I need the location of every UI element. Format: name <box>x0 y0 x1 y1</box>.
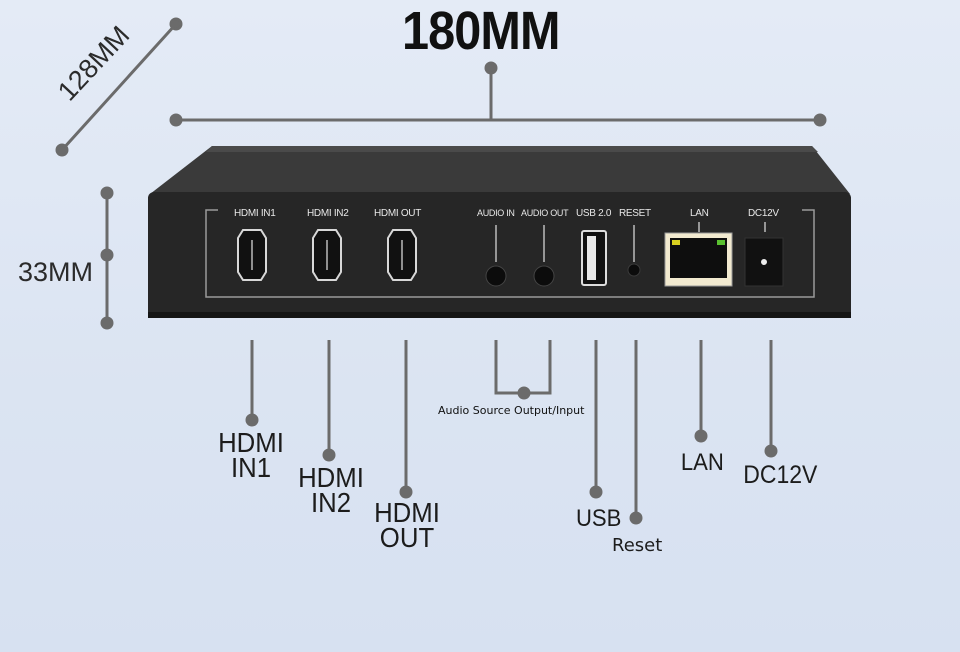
device-body <box>148 146 851 318</box>
panel-label-reset: RESET <box>619 208 651 219</box>
dimension-dot <box>55 143 69 157</box>
reset-button-icon <box>627 263 641 277</box>
label-line: HDMI <box>374 497 440 528</box>
dimension-dot <box>813 113 827 127</box>
panel-label-hdmi-out: HDMI OUT <box>374 208 422 219</box>
callout-label-lan: LAN <box>680 449 724 476</box>
callout-label-reset: Reset <box>612 535 663 556</box>
callout-label-hdmi-in1: HDMI IN1 <box>215 427 287 483</box>
label-line: HDMI <box>298 462 364 493</box>
dimension-dot <box>100 248 114 262</box>
panel-label-audio-out: AUDIO OUT <box>521 208 569 218</box>
panel-label-hdmi-in2: HDMI IN2 <box>307 208 349 219</box>
callout-label-usb: USB <box>575 505 622 532</box>
panel-outline <box>205 209 815 298</box>
callout-label-hdmi-in2: HDMI IN2 <box>295 462 367 518</box>
height-dimension-label: 33MM <box>18 257 94 287</box>
dimension-dot <box>169 113 183 127</box>
callout-bracket-audio <box>494 340 552 395</box>
audio-in-jack-icon <box>485 265 507 287</box>
label-line: IN1 <box>230 452 272 483</box>
callout-label-audio: Audio Source Output/Input <box>438 404 585 417</box>
dimension-dot <box>100 316 114 330</box>
device-top-face <box>150 146 850 194</box>
dimension-dot <box>484 61 498 75</box>
label-line: IN2 <box>310 487 352 518</box>
width-dimension-label: 180MM <box>402 1 560 61</box>
label-line: HDMI <box>218 427 284 458</box>
label-line: OUT <box>379 522 435 553</box>
panel-label-hdmi-in1: HDMI IN1 <box>234 208 276 219</box>
dimension-dot <box>100 186 114 200</box>
depth-dimension-line <box>60 22 178 152</box>
panel-label-usb: USB 2.0 <box>576 208 612 219</box>
audio-out-jack-icon <box>533 265 555 287</box>
callout-label-dc12v: DC12V <box>743 461 818 489</box>
dimension-dot <box>169 17 183 31</box>
callout-label-hdmi-out: HDMI OUT <box>371 497 443 553</box>
panel-label-dc12v: DC12V <box>748 208 779 219</box>
panel-label-audio-in: AUDIO IN <box>477 208 515 218</box>
panel-label-lan: LAN <box>690 208 709 219</box>
